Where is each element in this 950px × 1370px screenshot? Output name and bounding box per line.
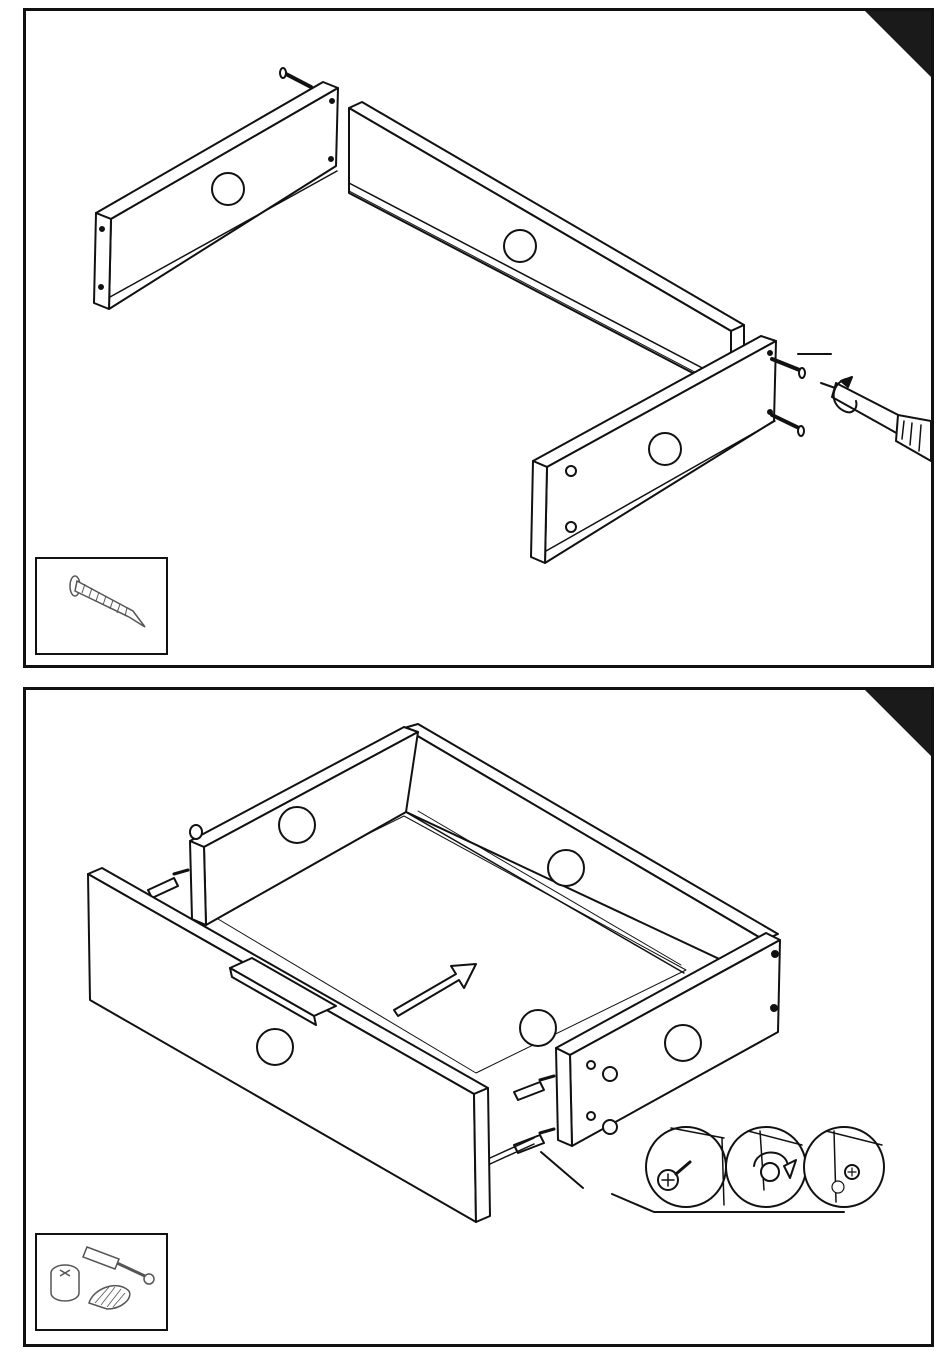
- cam-lock: [190, 825, 202, 839]
- hardware-box: [35, 557, 168, 655]
- step-1-panel: [23, 8, 934, 668]
- side-panel-right: [531, 336, 776, 563]
- hole: [257, 1029, 293, 1065]
- cam-insert-icon: [646, 1127, 726, 1207]
- cam-lock: [603, 1067, 617, 1081]
- cam-bolt: [514, 1129, 554, 1153]
- cam-bolt: [148, 870, 188, 898]
- hole: [520, 1010, 556, 1046]
- wood-screw: [772, 415, 804, 436]
- back-panel: [349, 102, 744, 393]
- cam-lock-fitting-icon: [37, 1235, 166, 1329]
- step-corner-tab: [865, 11, 931, 77]
- hole: [504, 230, 536, 262]
- cam-bolt: [514, 1076, 554, 1100]
- hole: [665, 1025, 701, 1061]
- cam-lock: [603, 1120, 617, 1134]
- hole: [212, 173, 244, 205]
- step-corner-tab: [865, 690, 931, 756]
- hole: [548, 850, 584, 886]
- phillips-screwdriver-icon: [821, 377, 931, 461]
- wood-screw: [280, 68, 311, 87]
- cam-locked-icon: [804, 1127, 884, 1207]
- hole: [279, 807, 315, 843]
- hole: [649, 433, 681, 465]
- wood-screw-icon: [37, 559, 166, 653]
- wood-screw: [772, 359, 805, 378]
- hardware-box: [35, 1233, 168, 1331]
- step-2-panel: [23, 687, 934, 1347]
- side-panel-left: [94, 82, 338, 309]
- cam-rotate-icon: [726, 1127, 806, 1207]
